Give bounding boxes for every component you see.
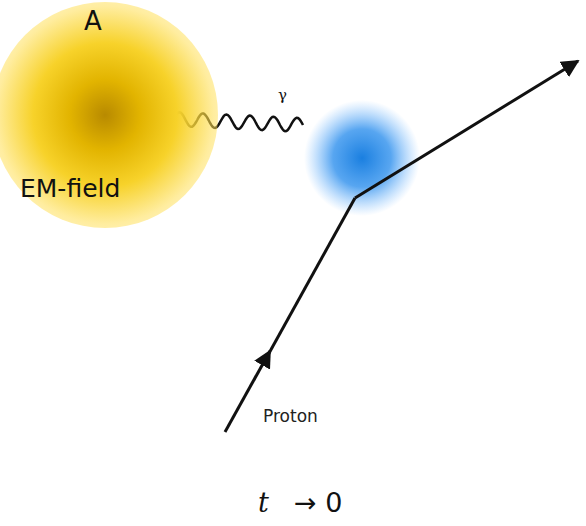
photon-label: γ [278, 86, 287, 104]
outgoing-line [355, 61, 578, 198]
proton-line [268, 198, 355, 355]
field-label: EM-field [20, 174, 120, 203]
nucleus-label: A [84, 6, 102, 36]
target-blob [304, 100, 420, 216]
variable-label: t [258, 487, 269, 518]
field-blob: A EM-field [0, 2, 218, 228]
limit-label: → 0 [294, 487, 342, 518]
particle-label: Proton [263, 406, 318, 426]
